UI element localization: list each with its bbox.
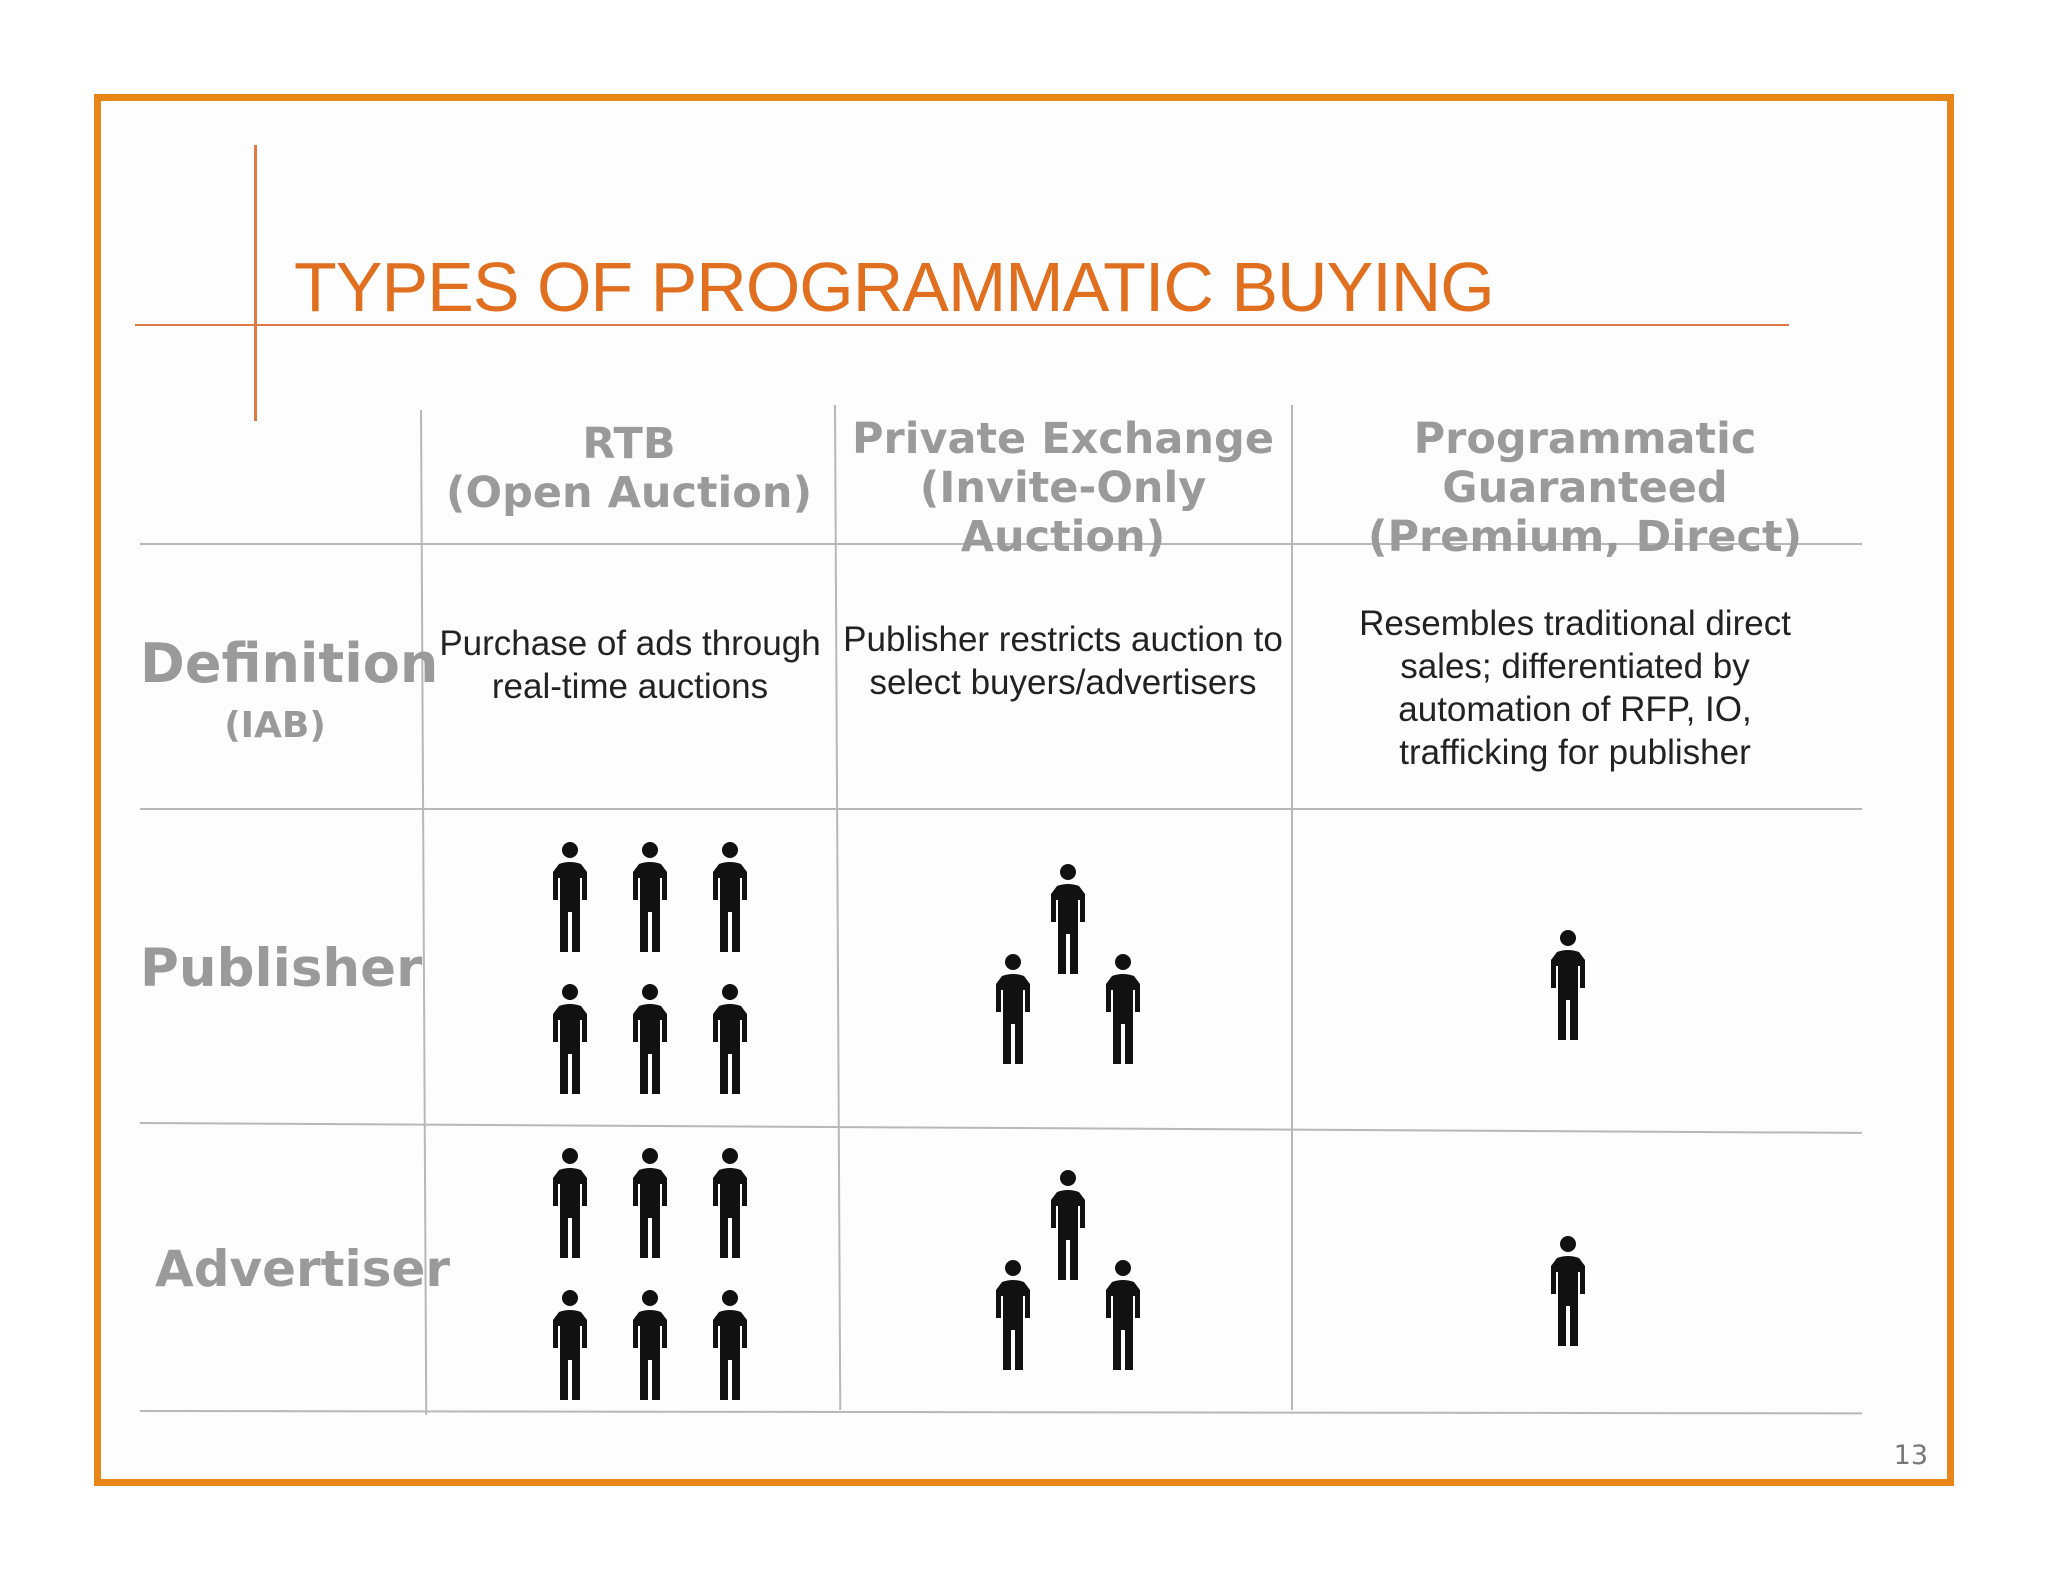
row-label-definition: Definition (IAB) — [140, 632, 438, 746]
row-label-publisher: Publisher — [140, 938, 423, 999]
definition-programmatic-guaranteed: Resembles traditional direct sales; diff… — [1359, 604, 1791, 772]
column-header-label: Programmatic Guaranteed (Premium, Direct… — [1367, 414, 1803, 562]
person-icon — [993, 1260, 1033, 1372]
person-icon — [710, 1290, 750, 1402]
person-icon — [550, 1148, 590, 1260]
person-icon — [1548, 1236, 1588, 1348]
person-icon — [630, 984, 670, 1096]
definition-private-exchange: Publisher restricts auction to select bu… — [843, 620, 1283, 702]
person-icon — [993, 954, 1033, 1066]
column-header-private-exchange: Private Exchange (Invite-Only Auction) — [838, 415, 1288, 562]
column-header-rtb: RTB (Open Auction) — [424, 420, 834, 518]
person-icon — [710, 1148, 750, 1260]
person-icon — [550, 1290, 590, 1402]
person-icon — [630, 1290, 670, 1402]
person-icon — [1103, 1260, 1143, 1372]
person-icon — [1103, 954, 1143, 1066]
column-header-label: RTB (Open Auction) — [445, 419, 813, 518]
person-icon — [710, 842, 750, 954]
title-accent-horizontal-line — [135, 324, 1789, 326]
person-icon — [1048, 864, 1088, 976]
definition-rtb: Purchase of ads through real-time auctio… — [439, 624, 821, 706]
slide-frame — [94, 94, 1954, 1486]
grid-line-col-3 — [1291, 405, 1293, 1410]
person-icon — [550, 984, 590, 1096]
row-label-advertiser: Advertiser — [155, 1240, 451, 1298]
column-header-programmatic-guaranteed: Programmatic Guaranteed (Premium, Direct… — [1295, 415, 1875, 562]
title-accent-vertical-line — [254, 145, 257, 421]
grid-line-header-bottom — [140, 543, 1862, 545]
row-label-text: Definition — [140, 632, 439, 695]
column-header-label: Private Exchange (Invite-Only Auction) — [852, 414, 1274, 562]
person-icon — [1048, 1170, 1088, 1282]
person-icon — [550, 842, 590, 954]
grid-line-definition-bottom — [140, 808, 1862, 810]
person-icon — [1548, 930, 1588, 1042]
person-icon — [710, 984, 750, 1096]
person-icon — [630, 842, 670, 954]
slide-title: TYPES OF PROGRAMMATIC BUYING — [294, 247, 1495, 326]
row-label-subtext: (IAB) — [224, 705, 326, 746]
page-number: 13 — [1893, 1440, 1928, 1471]
person-icon — [630, 1148, 670, 1260]
